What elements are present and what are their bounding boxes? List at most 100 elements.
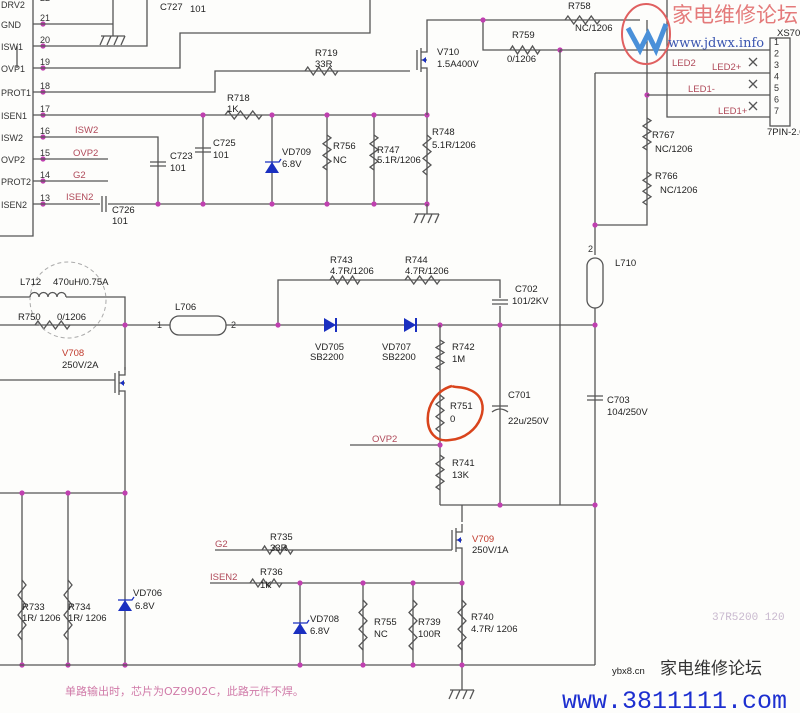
diode-icon: [404, 318, 416, 332]
wire: [33, 70, 410, 93]
no-connect-icon: [748, 101, 758, 111]
component-value: NC/1206: [575, 23, 613, 34]
resistor: [329, 274, 361, 286]
junction-dot: [592, 322, 598, 328]
junction-dot: [371, 201, 377, 207]
resistor: [17, 579, 27, 641]
ic-pin-number: 21: [40, 13, 50, 23]
component-value: 1.5A400V: [437, 59, 479, 70]
highlight-dashed-circle: [29, 261, 107, 339]
pin-number: 2: [231, 320, 236, 330]
component-ref: R758: [568, 1, 591, 12]
component-value: 100R: [418, 629, 441, 640]
connector-xs701: [769, 37, 791, 127]
component-ref: VD705: [315, 342, 344, 353]
component-ref: L710: [615, 258, 636, 269]
pin-number: 1: [157, 320, 162, 330]
net-label: OVP2: [372, 434, 397, 445]
ground-icon: [448, 689, 475, 700]
wire: [33, 0, 148, 47]
component-value: 33R: [270, 543, 288, 554]
ic-pin-number: 14: [40, 170, 50, 180]
net-label: LED1-: [688, 84, 715, 95]
component-ref: C725: [213, 138, 236, 149]
component-ref: R755: [374, 617, 397, 628]
net-label: LED1+: [718, 106, 748, 117]
no-connect-icon: [748, 57, 758, 67]
component-value: 13K: [452, 470, 470, 481]
inductor: [29, 291, 67, 298]
component-ref: VD706: [133, 588, 162, 599]
watermark-text: ybx8.cn: [612, 666, 645, 677]
wire: [277, 279, 501, 325]
wire: [33, 136, 159, 204]
resistor: [408, 599, 418, 651]
bottom-note: 单路输出时，芯片为OZ9902C，此路元件不焊。: [65, 684, 304, 698]
zener-bar: [118, 596, 135, 601]
junction-dot: [200, 201, 206, 207]
resistor: [63, 579, 73, 641]
pin-number: 2: [588, 244, 593, 254]
component-value: 4.7R/1206: [330, 266, 374, 277]
component-value: 101: [170, 163, 186, 174]
component-ref: V710: [437, 47, 459, 58]
ic-pin-name: DRV2: [1, 0, 25, 10]
component-value: 0: [450, 414, 455, 425]
ic-body: [0, 0, 34, 237]
junction-dot: [371, 112, 377, 118]
resistor: [249, 577, 283, 589]
resistor: [641, 171, 653, 206]
resistor: [34, 319, 71, 331]
connector-pin-number: 2: [774, 49, 779, 59]
ic-pin-name: PROT2: [1, 177, 31, 187]
component-ref: V708: [62, 348, 84, 359]
mosfet-arrow: [422, 57, 426, 63]
watermark-text: 家电维修论坛: [660, 659, 762, 679]
wires: [0, 0, 770, 690]
inductor-l710: [586, 257, 604, 309]
net-label: ISEN2: [210, 572, 237, 583]
junction-dot: [65, 490, 71, 496]
capacitor: [101, 196, 107, 212]
component-value: NC/1206: [655, 144, 693, 155]
component-ref: R735: [270, 532, 293, 543]
net-label: ISEN2: [66, 192, 93, 203]
connector-pin-number: 1: [774, 37, 779, 47]
resistor: [368, 134, 380, 171]
component-ref: R741: [452, 458, 475, 469]
component-ref: R751: [450, 401, 473, 412]
resistor: [358, 599, 368, 651]
ground-icon: [99, 35, 126, 46]
component-ref: C727: [160, 2, 183, 13]
component-value: 6.8V: [135, 601, 155, 612]
side-text: 37R5200 120: [712, 612, 785, 624]
junction-dot: [269, 201, 275, 207]
watermark-logo-icon: [625, 23, 669, 57]
component-ref: R742: [452, 342, 475, 353]
ic-pin-number: 22: [40, 0, 50, 3]
component-ref: R736: [260, 567, 283, 578]
component-ref: R756: [333, 141, 356, 152]
resistor: [321, 134, 333, 171]
diode-icon: [324, 318, 336, 332]
ic-pin-name: ISEN2: [1, 200, 27, 210]
component-value: 250V/1A: [472, 545, 509, 556]
component-value: 1R/ 1206: [68, 613, 107, 624]
component-ref: R734: [68, 602, 91, 613]
mosfet-arrow: [457, 537, 461, 543]
ic-pin-name: ISEN1: [1, 111, 27, 121]
component-value: 1R/ 1206: [22, 613, 61, 624]
component-ref: R743: [330, 255, 353, 266]
zener-bar: [293, 619, 310, 624]
junction-dot: [297, 580, 303, 586]
junction-dot: [324, 112, 330, 118]
junction-dot: [480, 17, 486, 23]
net-label: OVP2: [73, 148, 98, 159]
component-ref: VD707: [382, 342, 411, 353]
ic-pin-name: GND: [1, 20, 22, 30]
resistor: [421, 134, 433, 176]
resistor: [434, 339, 446, 371]
